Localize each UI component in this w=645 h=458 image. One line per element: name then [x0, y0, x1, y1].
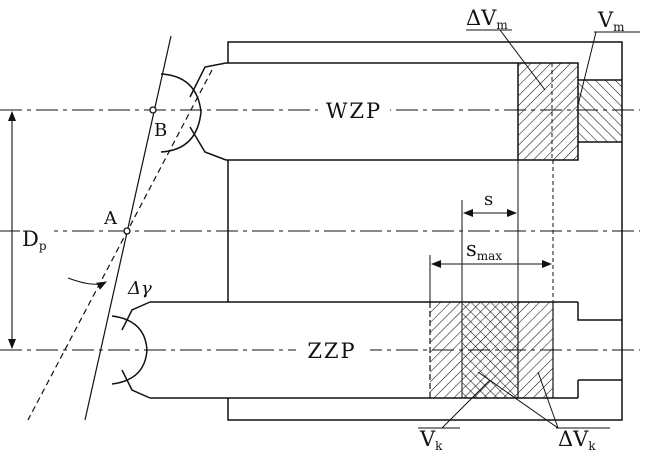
zzp-label-bg: [296, 338, 370, 364]
label-s: s: [484, 189, 493, 210]
upper-spindle-nose-top: [189, 62, 227, 98]
upper-hatch-vm: [518, 63, 578, 160]
label-dp: Dp: [22, 227, 47, 253]
dimensions: [4, 109, 552, 351]
label-smax: smax: [466, 237, 502, 263]
label-dv-k: ΔVk: [558, 427, 596, 453]
upper-spindle-ball: [160, 73, 202, 153]
point-b-marker: [149, 106, 157, 114]
lower-spindle-nose-bottom: [121, 369, 151, 399]
leader-dvm: [499, 29, 546, 91]
tilt-line-dashed: [27, 69, 213, 421]
dp-label-bg: [20, 224, 54, 252]
label-point-a: A: [103, 208, 118, 229]
leader-dvk-b: [537, 371, 559, 429]
label-v-m: Vm: [597, 8, 625, 34]
points: [123, 106, 157, 235]
label-dv-m: ΔVm: [466, 6, 508, 32]
lower-hatch-inner: [462, 302, 518, 398]
lower-spindle: [111, 301, 622, 399]
lower-counter-step: [577, 302, 622, 398]
label-v-k: Vk: [419, 427, 443, 453]
leader-vk: [441, 379, 491, 429]
label-delta-gamma: Δγ: [127, 278, 152, 299]
upper-hatch-dvm: [578, 80, 622, 142]
leader-lines: [418, 29, 640, 429]
point-a-marker: [123, 227, 131, 235]
leader-dvk-a: [477, 371, 559, 429]
housing: [227, 41, 623, 421]
upper-spindle: [160, 62, 622, 161]
lower-spindle-nose-top: [121, 301, 151, 331]
label-point-b: B: [154, 120, 167, 141]
leader-vm: [577, 31, 597, 106]
label-wzp: WZP: [326, 99, 382, 123]
wzp-label-bg: [318, 96, 390, 122]
label-zzp: ZZP: [307, 339, 356, 363]
lower-spindle-ball: [111, 315, 148, 385]
upper-spindle-nose-bottom: [189, 126, 227, 161]
lower-hatch-dvk: [518, 302, 553, 398]
housing-outline: [227, 41, 623, 421]
delta-gamma-arc: [67, 277, 107, 290]
